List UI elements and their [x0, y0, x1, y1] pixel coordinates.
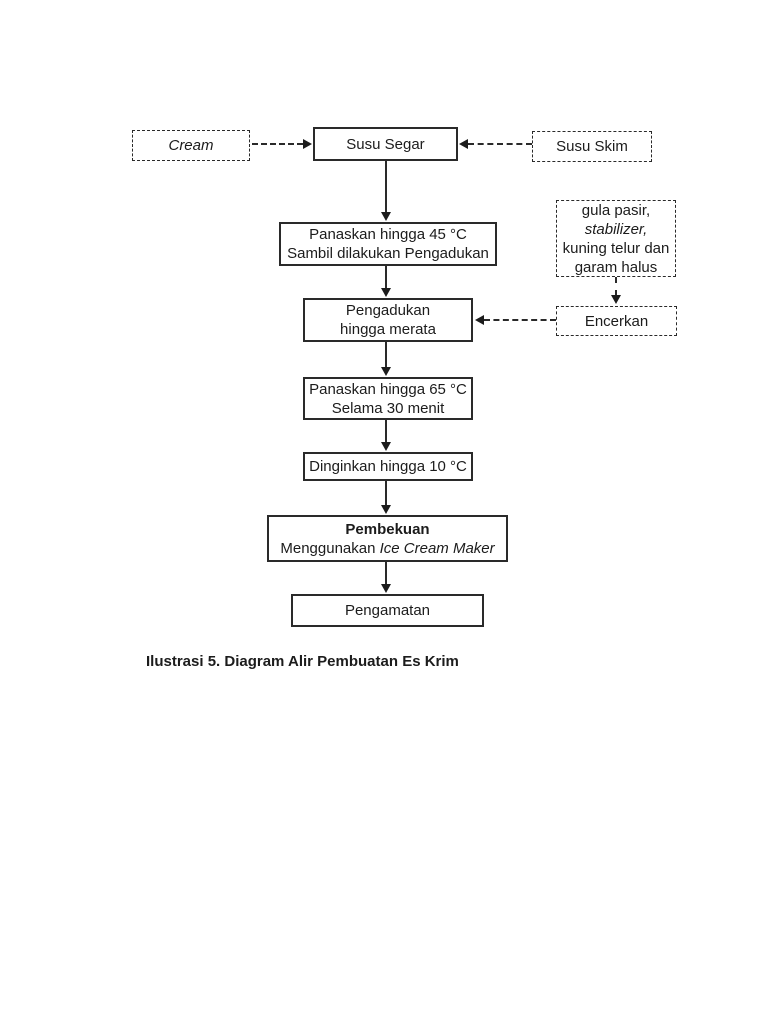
node-label-line2: stabilizer, [584, 220, 648, 238]
connector-panaskan45-to-pengadukan [385, 266, 387, 289]
arrowhead-down-icon [381, 442, 391, 451]
arrowhead-right-icon [303, 139, 312, 149]
node-susu-segar: Susu Segar [313, 127, 458, 161]
node-cream: Cream [132, 130, 250, 161]
arrowhead-down-icon [611, 295, 621, 304]
node-label-line1: Pengadukan [345, 302, 431, 319]
connector-pengadukan-to-panaskan65 [385, 342, 387, 368]
node-pengamatan: Pengamatan [291, 594, 484, 627]
connector-dinginkan-to-pembekuan [385, 481, 387, 506]
node-label-line1: Panaskan hingga 65 °C [309, 380, 467, 398]
node-dinginkan: Dinginkan hingga 10 °C [303, 452, 473, 481]
arrowhead-down-icon [381, 505, 391, 514]
node-panaskan-45: Panaskan hingga 45 °C Sambil dilakukan P… [279, 222, 497, 266]
node-label-line2: Menggunakan Ice Cream Maker [280, 539, 494, 558]
node-label-line1: Panaskan hingga 45 °C [309, 226, 467, 243]
node-panaskan-65: Panaskan hingga 65 °C Selama 30 menit [303, 377, 473, 420]
node-label: Pengamatan [344, 602, 431, 619]
node-pembekuan: Pembekuan Menggunakan Ice Cream Maker [267, 515, 508, 562]
node-label-line1: gula pasir, [581, 201, 651, 219]
node-gula-pasir: gula pasir, stabilizer, kuning telur dan… [556, 200, 676, 277]
arrowhead-down-icon [381, 367, 391, 376]
connector-cream-to-susu-segar [252, 143, 303, 145]
figure-caption: Ilustrasi 5. Diagram Alir Pembuatan Es K… [146, 653, 459, 670]
node-label: Susu Segar [346, 135, 425, 153]
connector-gula-to-encerkan [615, 277, 617, 296]
node-label-line2: Sambil dilakukan Pengadukan [287, 245, 489, 262]
node-label-line2-prefix: Menggunakan [280, 539, 380, 557]
node-label-line2: Selama 30 menit [331, 399, 445, 417]
node-label-line2: hingga merata [340, 321, 436, 338]
connector-pembekuan-to-pengamatan [385, 562, 387, 585]
connector-susu-segar-to-panaskan45 [385, 161, 387, 213]
node-label: Dinginkan hingga 10 °C [309, 458, 467, 475]
arrowhead-down-icon [381, 212, 391, 221]
node-label-line4: garam halus [574, 258, 658, 276]
connector-susu-skim-to-susu-segar [468, 143, 532, 145]
arrowhead-down-icon [381, 584, 391, 593]
node-label: Cream [168, 137, 214, 154]
arrowhead-down-icon [381, 288, 391, 297]
node-encerkan: Encerkan [556, 306, 677, 336]
node-label-line3: kuning telur dan [562, 239, 670, 257]
node-label: Encerkan [584, 312, 649, 330]
connector-panaskan65-to-dinginkan [385, 420, 387, 443]
node-label: Susu Skim [556, 138, 628, 155]
node-label-line2-italic: Ice Cream Maker [379, 539, 495, 557]
arrowhead-left-icon [459, 139, 468, 149]
connector-encerkan-to-pengadukan [484, 319, 556, 321]
node-pengadukan: Pengadukan hingga merata [303, 298, 473, 342]
arrowhead-left-icon [475, 315, 484, 325]
node-susu-skim: Susu Skim [532, 131, 652, 162]
node-label-line1: Pembekuan [345, 520, 430, 538]
